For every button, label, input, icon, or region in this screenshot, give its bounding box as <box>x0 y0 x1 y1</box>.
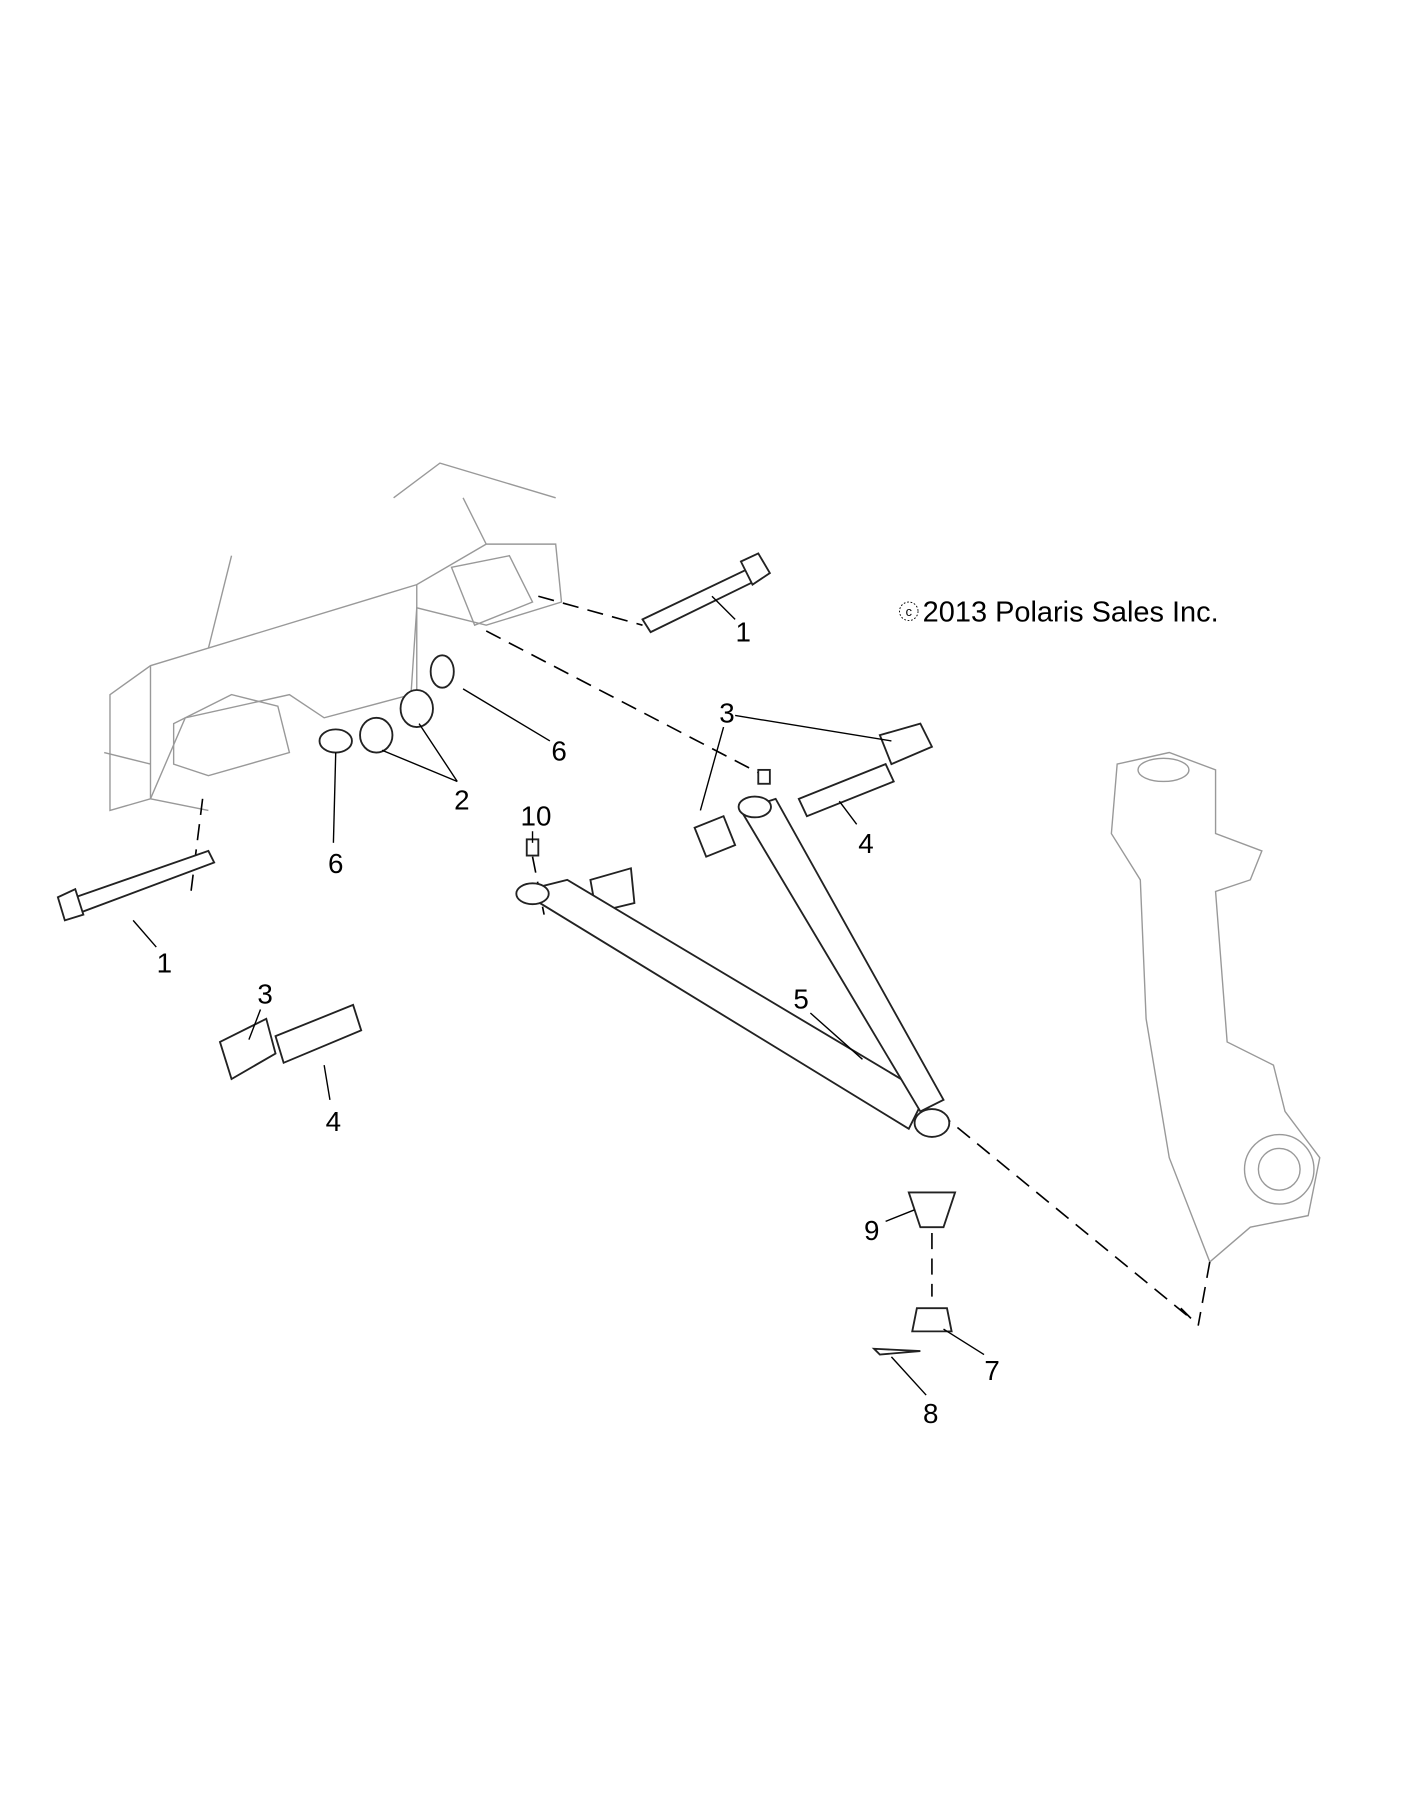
sleeve-lower <box>274 1003 363 1065</box>
bolt-lower <box>56 849 216 922</box>
ball-joint-boot <box>907 1191 957 1229</box>
callout-3: 3 <box>257 979 272 1010</box>
callout-4: 4 <box>858 828 873 859</box>
leader-lines <box>132 595 985 1396</box>
alignment-line <box>190 798 204 892</box>
castle-nut <box>911 1307 953 1333</box>
washer-upper <box>429 654 455 689</box>
frame-ghost <box>104 462 563 812</box>
bushing-lower <box>218 1017 277 1081</box>
callout-7: 7 <box>984 1355 999 1386</box>
copyright-notice: c 2013 Polaris Sales Inc. <box>899 597 1219 629</box>
bushing-upper <box>878 722 934 766</box>
callout-1: 1 <box>736 616 751 647</box>
steering-knuckle-ghost <box>1110 751 1321 1264</box>
callout-1: 1 <box>157 947 172 978</box>
copyright-symbol: c <box>906 604 913 619</box>
callout-9: 9 <box>864 1215 879 1246</box>
nut <box>399 689 434 728</box>
copyright-icon <box>899 601 919 622</box>
sleeve-upper <box>797 762 895 818</box>
alignment-line <box>485 630 765 777</box>
alignment-line <box>937 1110 1211 1326</box>
callout-6: 6 <box>551 736 566 767</box>
callout-10: 10 <box>521 800 552 831</box>
nut <box>359 716 394 754</box>
washer-lower <box>318 728 353 754</box>
copyright-text: 2013 Polaris Sales Inc. <box>923 597 1219 629</box>
grease-fitting <box>757 768 771 785</box>
callout-3: 3 <box>719 697 734 728</box>
a-arm <box>515 795 951 1138</box>
cotter-pin <box>871 1347 921 1356</box>
alignment-line <box>538 595 643 626</box>
callout-6: 6 <box>328 848 343 879</box>
bolt-upper <box>641 552 772 634</box>
callout-5: 5 <box>793 983 808 1014</box>
callout-4: 4 <box>326 1106 341 1137</box>
callout-2: 2 <box>454 784 469 815</box>
bushing <box>693 814 737 858</box>
callout-8: 8 <box>923 1398 938 1429</box>
